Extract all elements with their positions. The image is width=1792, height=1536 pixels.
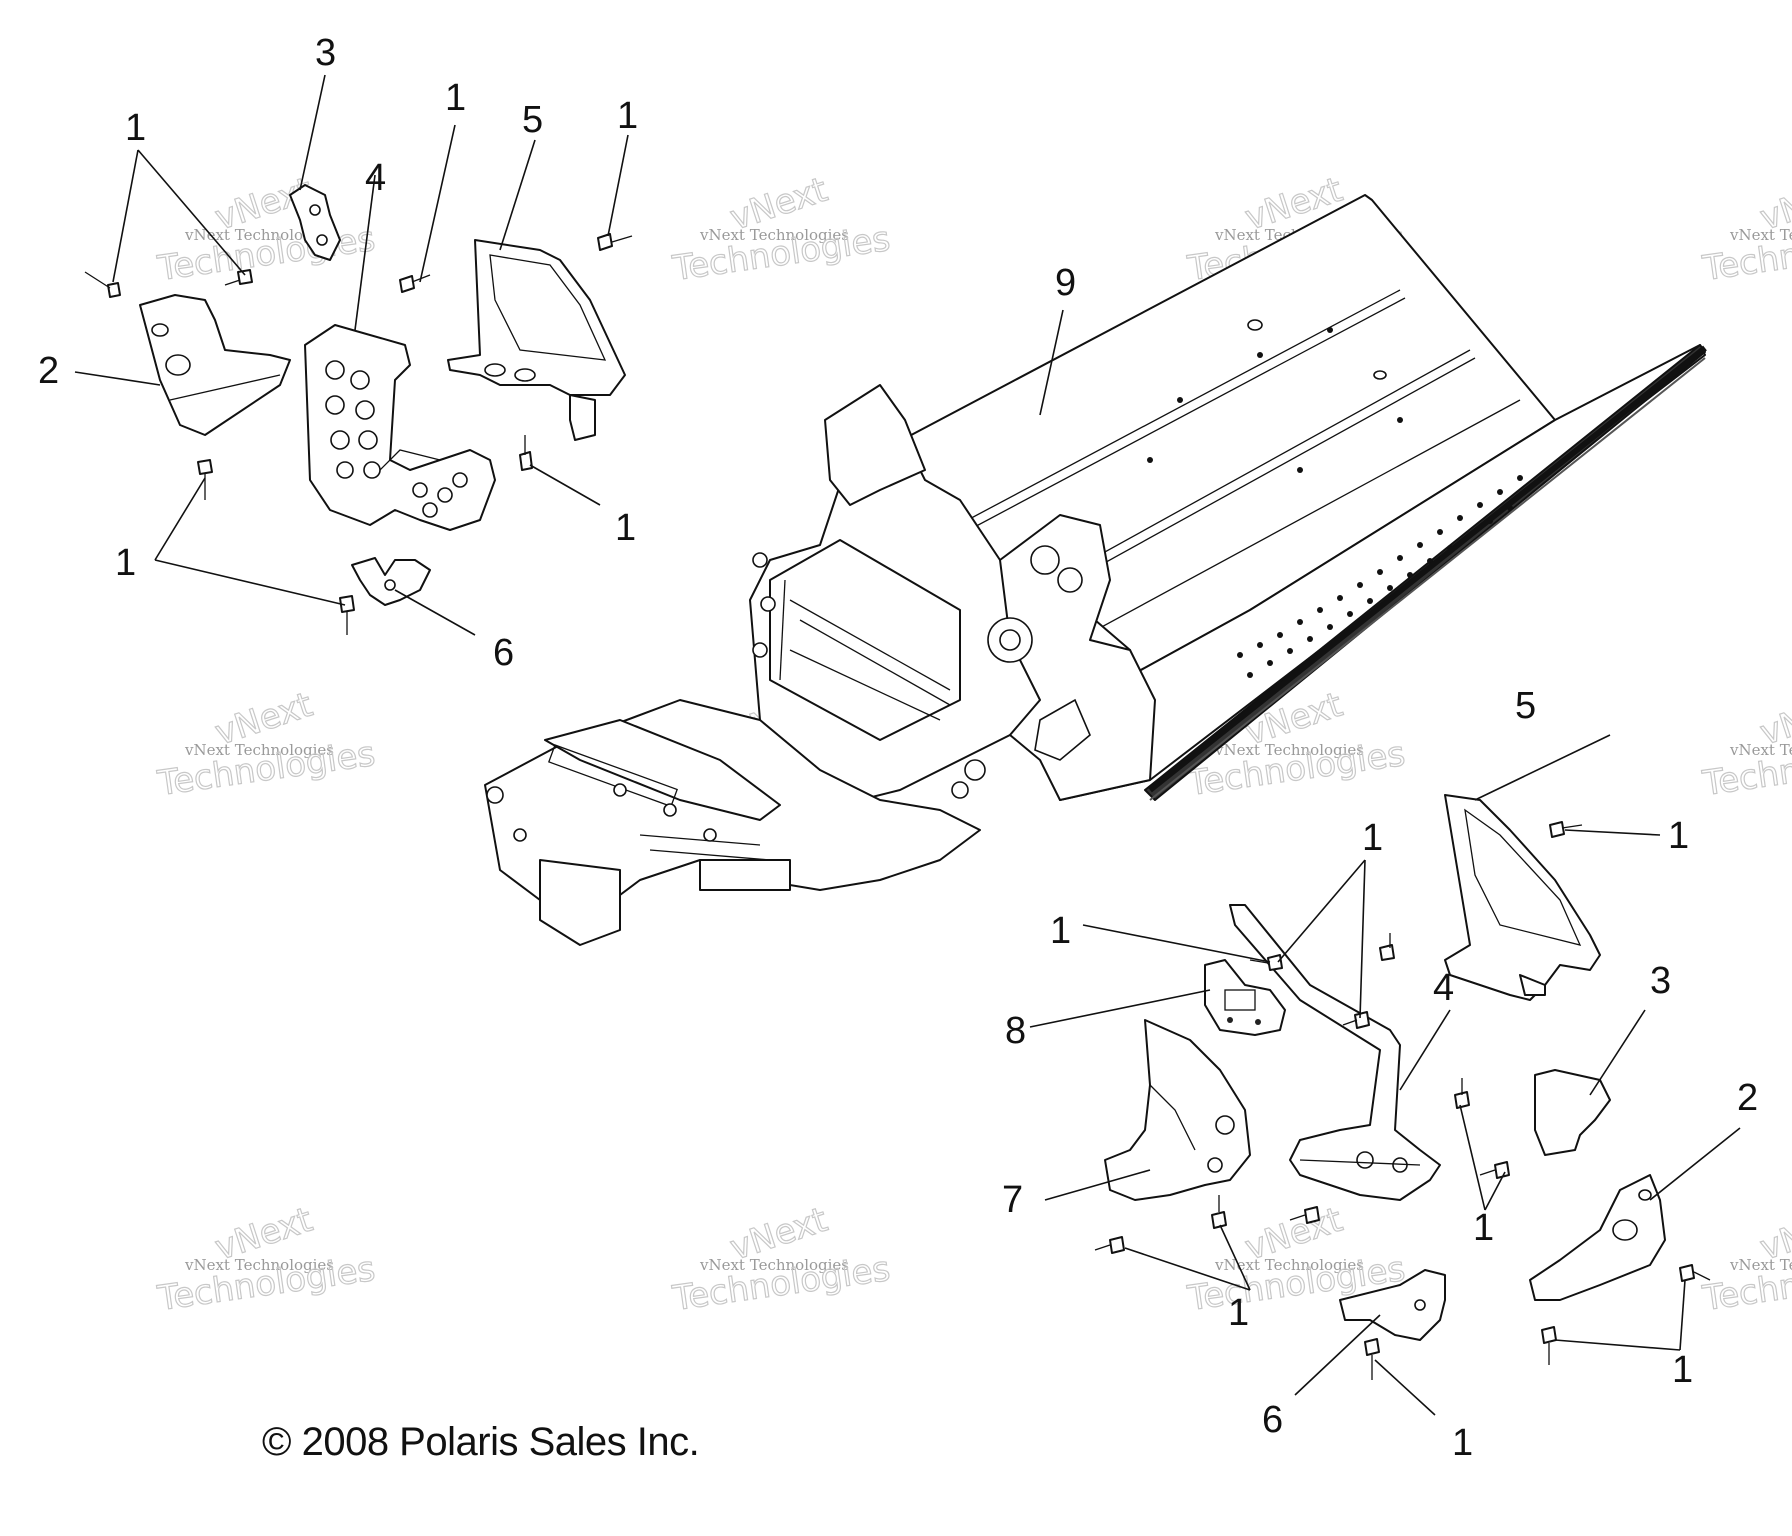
callout-5: 5 <box>522 99 543 141</box>
fasteners-lower <box>1094 821 1711 1380</box>
fasteners-upper <box>84 233 633 635</box>
bracket-2-lower <box>1529 1174 1666 1301</box>
svg-text:vNext Technologies: vNext Technologies <box>184 741 334 759</box>
chassis-tunnel <box>484 194 1707 946</box>
watermark: vNext vNext Technologies Technologies <box>154 1199 378 1319</box>
callout-1: 1 <box>445 77 466 119</box>
callout-1: 1 <box>115 542 136 584</box>
bracket-8-lower <box>1204 959 1286 1036</box>
callout-4: 4 <box>1433 967 1454 1009</box>
callout-6: 6 <box>493 632 514 674</box>
bracket-2-upper <box>139 294 291 436</box>
svg-text:vNext Technologies: vNext Technologies <box>699 226 849 244</box>
svg-text:vNext Technologies: vNext Technologies <box>1729 226 1792 244</box>
watermark: vNext vNext Technologies Technologies <box>669 169 893 289</box>
watermark: vNext vNext Technologies Technologies <box>1699 1199 1792 1319</box>
footrest-4-upper <box>304 324 496 531</box>
watermark: vNext vNext Technologies Technologies <box>669 1199 893 1319</box>
callout-2: 2 <box>1737 1077 1758 1119</box>
bracket-5-lower <box>1444 794 1601 1001</box>
svg-text:vNext Technologies: vNext Technologies <box>1729 741 1792 759</box>
callout-2: 2 <box>38 350 59 392</box>
bracket-3-lower <box>1534 1069 1611 1156</box>
svg-text:vNext Technologies: vNext Technologies <box>184 1256 334 1274</box>
watermark: vNext vNext Technologies Technologies <box>1699 169 1792 289</box>
svg-text:vNext Technologies: vNext Technologies <box>699 1256 849 1274</box>
callout-1: 1 <box>1452 1422 1473 1464</box>
bracket-6-lower <box>1339 1269 1446 1341</box>
svg-text:vNext Technologies: vNext Technologies <box>1214 741 1364 759</box>
callout-9: 9 <box>1055 262 1076 304</box>
callout-6: 6 <box>1262 1399 1283 1441</box>
callout-labels: 1 3 4 1 5 1 2 9 1 1 6 5 1 1 1 4 3 8 2 7 … <box>38 32 1758 1464</box>
bracket-5-upper <box>447 239 626 441</box>
leader-lines <box>74 74 1741 1416</box>
callout-1: 1 <box>1362 817 1383 859</box>
callout-1: 1 <box>1228 1292 1249 1334</box>
callout-3: 3 <box>1650 960 1671 1002</box>
footrest-4-lower <box>1229 904 1441 1201</box>
callout-1: 1 <box>615 507 636 549</box>
callout-1: 1 <box>617 95 638 137</box>
callout-3: 3 <box>315 32 336 74</box>
watermark: vNext vNext Technologies Technologies <box>1699 684 1792 804</box>
watermark: vNext vNext Technologies Technologies <box>154 684 378 804</box>
callout-7: 7 <box>1002 1179 1023 1221</box>
svg-text:vNext Technologies: vNext Technologies <box>1214 1256 1364 1274</box>
copyright-notice: © 2008 Polaris Sales Inc. <box>262 1420 700 1464</box>
callout-1: 1 <box>1668 815 1689 857</box>
watermark: vNext vNext Technologies Technologies <box>154 169 378 289</box>
callout-5: 5 <box>1515 685 1536 727</box>
panel-7-lower <box>1104 1019 1251 1201</box>
svg-text:vNext Technologies: vNext Technologies <box>184 226 334 244</box>
callout-1: 1 <box>1050 910 1071 952</box>
callout-8: 8 <box>1005 1010 1026 1052</box>
callout-1: 1 <box>125 107 146 149</box>
callout-4: 4 <box>365 157 386 199</box>
svg-text:vNext Technologies: vNext Technologies <box>1729 1256 1792 1274</box>
bracket-6-upper <box>351 557 431 606</box>
bracket-3-upper <box>289 184 341 261</box>
callout-1: 1 <box>1473 1207 1494 1249</box>
callout-1: 1 <box>1672 1349 1693 1391</box>
